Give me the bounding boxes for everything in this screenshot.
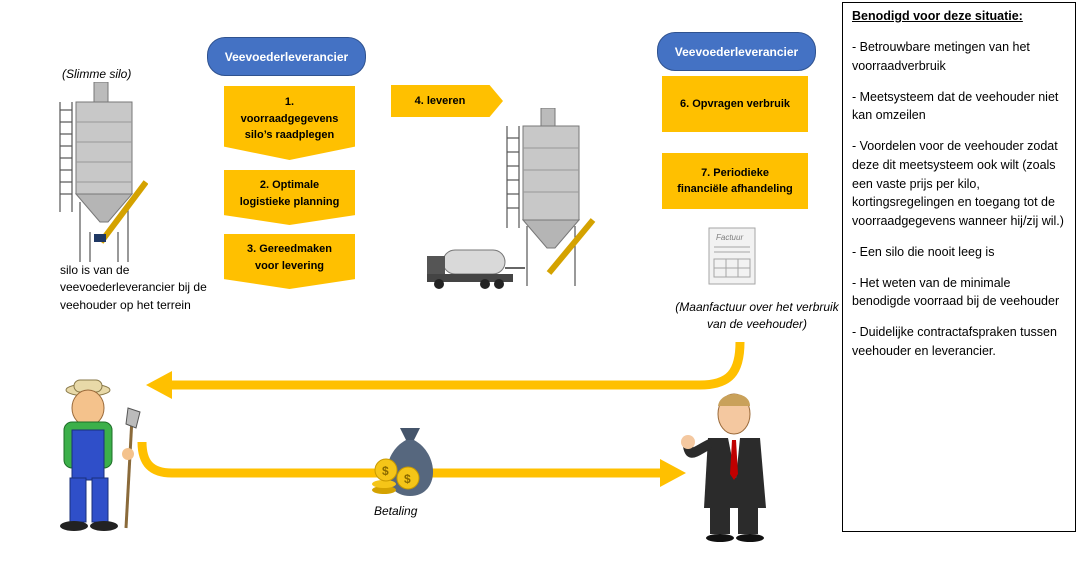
return-arrow [170,341,745,390]
payment-arrowhead [660,459,686,487]
step-6-box: 6. Opvragen verbruik [662,76,808,132]
step-1-chevron: 1. voorraadgegevens silo’s raadplegen [224,86,355,160]
supplier-left-pill: Veevoederleverancier [207,37,366,76]
invoice-icon-text: Factuur [716,233,743,242]
flow-arrows [137,341,745,487]
panel-item: - Voordelen voor de veehouder zodat deze… [852,139,1064,228]
panel-item: - Een silo die nooit leeg is [852,244,995,259]
svg-text:$: $ [404,472,411,486]
silo-caption: silo is van de veevoederleverancier bij … [60,263,207,312]
step-2-chevron: 2. Optimale logistieke planning [224,170,355,225]
supplier-right-pill: Veevoederleverancier [657,32,816,71]
invoice-caption: (Maanfactuur over het verbruik van de ve… [675,300,839,332]
payment-label: Betaling [374,504,418,518]
step-7-box: 7. Periodieke financiële afhandeling [662,153,808,209]
silo-label: (Slimme silo) [62,67,132,81]
panel-item: - Het weten van de minimale benodigde vo… [852,275,1060,309]
smart-silo-image [59,82,148,262]
step-4-arrow: 4. leveren [391,85,503,117]
invoice-icon: Factuur [708,227,756,285]
panel-item: - Betrouwbare metingen van het voorraadv… [852,40,1030,73]
panel-item: - Duidelijke contractafspraken tussen ve… [852,325,1057,358]
panel-item: - Meetsysteem dat de veehouder niet kan … [852,89,1059,123]
requirements-panel: Benodigd voor deze situatie: - Betrouwba… [842,2,1076,532]
supplier-businessman-figure [681,393,766,542]
farmer-figure [60,379,141,531]
payment-arrow [137,441,660,478]
silo-with-truck-image [427,108,596,289]
money-bag-icon: $ $ [372,428,434,496]
return-arrowhead [146,371,172,399]
panel-title: Benodigd voor deze situatie: [852,9,1023,23]
step-3-chevron: 3. Gereedmaken voor levering [224,234,355,289]
svg-text:$: $ [382,464,389,478]
